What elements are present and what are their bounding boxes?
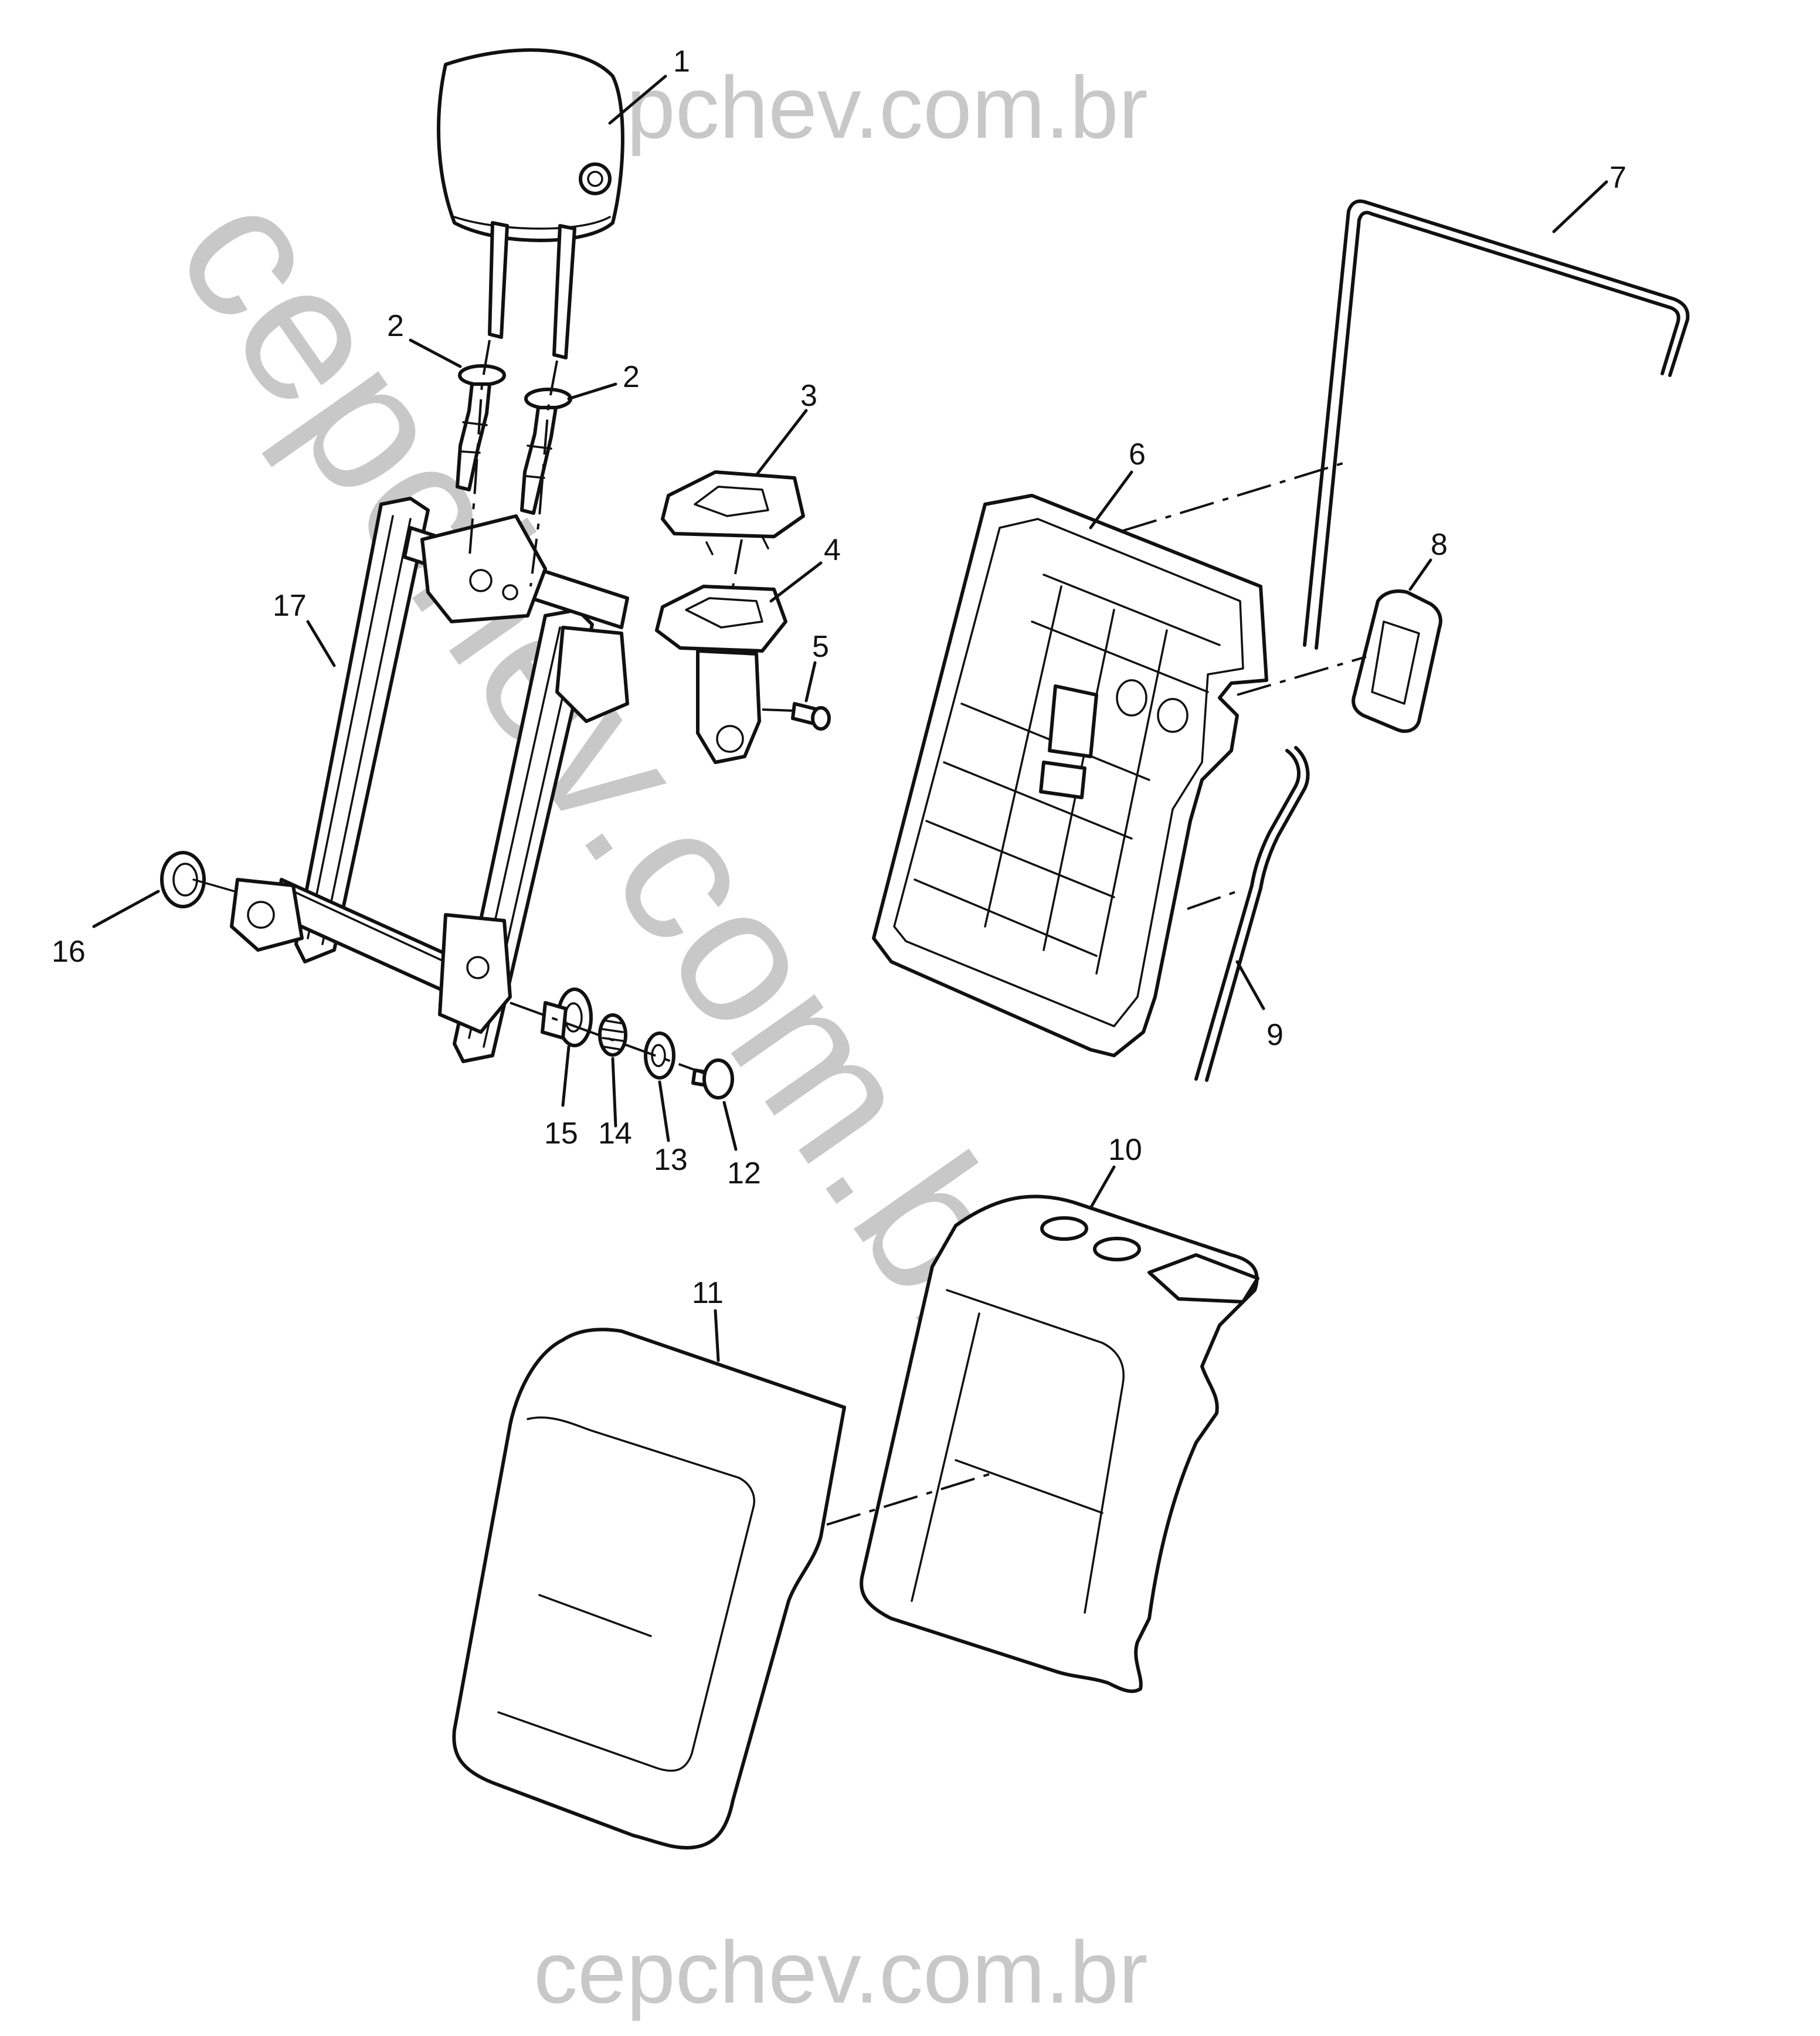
headrest (437, 48, 624, 359)
watermark-top: cepchev.com.br (534, 58, 1148, 157)
centerline-pad-cover (826, 1471, 997, 1526)
callout-16: 16 (52, 935, 86, 969)
centerline-panel-trim-lower (1187, 890, 1238, 910)
leader-lines (92, 74, 1608, 1362)
centerline-headrest-left (468, 340, 491, 564)
callout-14: 14 (598, 1117, 632, 1151)
callout-7: 7 (1610, 161, 1627, 195)
pivot-washer-13 (644, 1031, 675, 1080)
trim-strip-lower (1194, 746, 1310, 1082)
centerline-bolt (762, 708, 795, 712)
centerline-panel-cover (1237, 656, 1367, 696)
callout-13: 13 (654, 1143, 688, 1177)
callout-2-right: 2 (623, 360, 640, 394)
callout-5: 5 (812, 630, 829, 664)
headrest-guide-left (456, 364, 506, 491)
seat-back-panel (872, 494, 1268, 1057)
centerline-panel-trim-upper (1122, 462, 1343, 532)
pivot-bushing-16 (160, 851, 236, 908)
seat-back-pad (860, 1195, 1259, 1694)
callout-2-left: 2 (387, 309, 404, 343)
latch-bezel (661, 470, 805, 555)
callout-labels: 1 2 2 3 4 5 6 7 8 9 10 11 12 13 14 15 16… (52, 45, 1627, 1310)
latch-cover (1352, 589, 1442, 733)
pivot-bushing-15 (541, 988, 593, 1047)
centerline-headrest-right (529, 360, 558, 587)
callout-11: 11 (692, 1276, 724, 1310)
callout-6: 6 (1129, 437, 1146, 471)
centerline-pivot (510, 1002, 704, 1074)
callout-10: 10 (1108, 1133, 1142, 1167)
callout-1: 1 (673, 45, 690, 79)
watermark-bottom: cepchev.com.br (534, 1923, 1148, 2021)
latch-assembly (655, 585, 787, 764)
callout-12: 12 (727, 1156, 761, 1190)
callout-4: 4 (824, 533, 841, 567)
centerline-latch (732, 539, 743, 587)
callout-15: 15 (544, 1117, 578, 1151)
pivot-bolt-12 (691, 1058, 734, 1100)
callout-8: 8 (1431, 528, 1448, 562)
seat-back-cover (452, 1328, 846, 1850)
seat-back-frame (230, 497, 629, 1063)
callout-9: 9 (1266, 1018, 1283, 1052)
trim-strip-upper (1303, 199, 1690, 650)
pivot-spring-14 (598, 1013, 627, 1057)
callout-3: 3 (800, 379, 817, 413)
callout-17: 17 (273, 589, 307, 623)
latch-bolt (791, 702, 831, 731)
